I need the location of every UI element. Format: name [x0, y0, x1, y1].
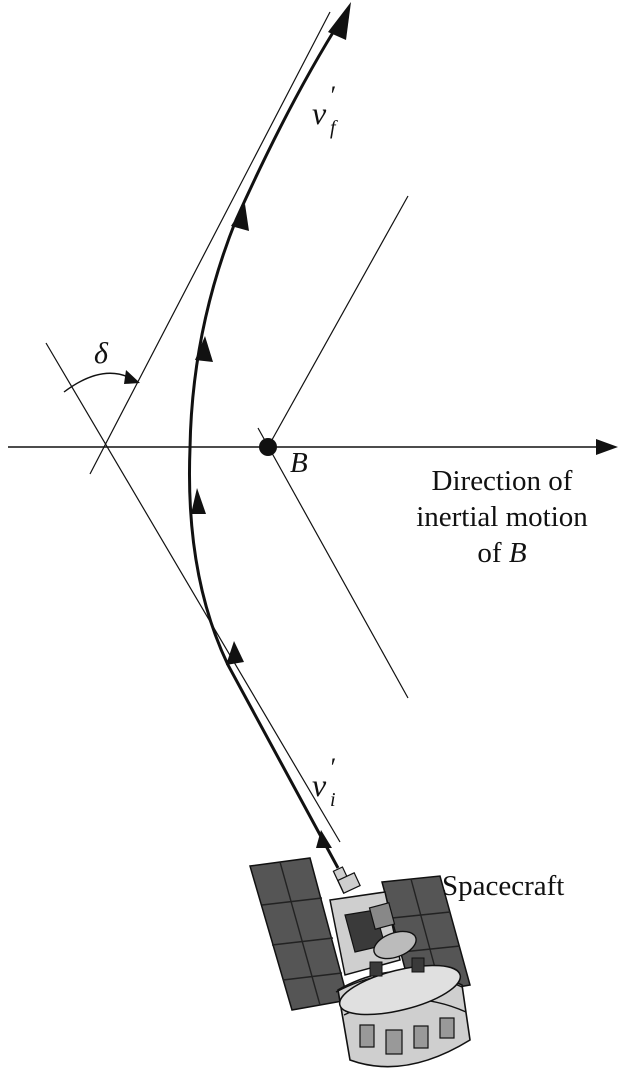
trajectory-arrow-5: [231, 204, 249, 231]
svg-text:v: v: [312, 95, 327, 131]
direction-caption-prefix: of: [477, 537, 509, 569]
trajectory-arrow-1: [316, 830, 332, 848]
v-initial-label: v ′ i: [312, 753, 336, 811]
inertial-motion-arrowhead: [596, 439, 618, 455]
v-final-label: v ′ f: [312, 81, 338, 139]
delta-angle-arc: [63, 372, 135, 393]
spacecraft-trajectory: [188, 17, 344, 869]
svg-text:v: v: [312, 767, 327, 803]
svg-text:f: f: [330, 117, 338, 139]
point-b-label: B: [290, 447, 308, 479]
spacecraft-caption: Spacecraft: [442, 870, 565, 902]
delta-label: δ: [94, 337, 109, 370]
direction-caption-line-3: of B: [392, 535, 612, 571]
direction-of-motion-caption: Direction of inertial motion of B: [392, 463, 612, 571]
svg-text:′: ′: [329, 753, 335, 782]
line-through-b-lower: [257, 427, 409, 699]
asymptote-incoming: [45, 342, 341, 843]
trajectory-arrowhead-top: [328, 2, 351, 40]
direction-caption-line-1: Direction of: [431, 465, 573, 497]
asymptote-outgoing: [89, 11, 331, 475]
point-b-dot: [259, 438, 277, 456]
line-through-b-upper: [267, 195, 409, 448]
solar-panel-left: [249, 857, 349, 1011]
trajectory-arrow-3: [191, 488, 206, 514]
trajectory-arrow-2: [226, 641, 244, 665]
svg-text:i: i: [330, 789, 336, 811]
spacecraft-illustration: [249, 857, 471, 1068]
svg-text:′: ′: [329, 81, 335, 110]
direction-caption-line-2: inertial motion: [416, 501, 588, 533]
delta-angle-arrowhead: [124, 370, 140, 384]
direction-caption-var: B: [508, 537, 527, 569]
trajectory-arrow-4: [195, 336, 213, 362]
